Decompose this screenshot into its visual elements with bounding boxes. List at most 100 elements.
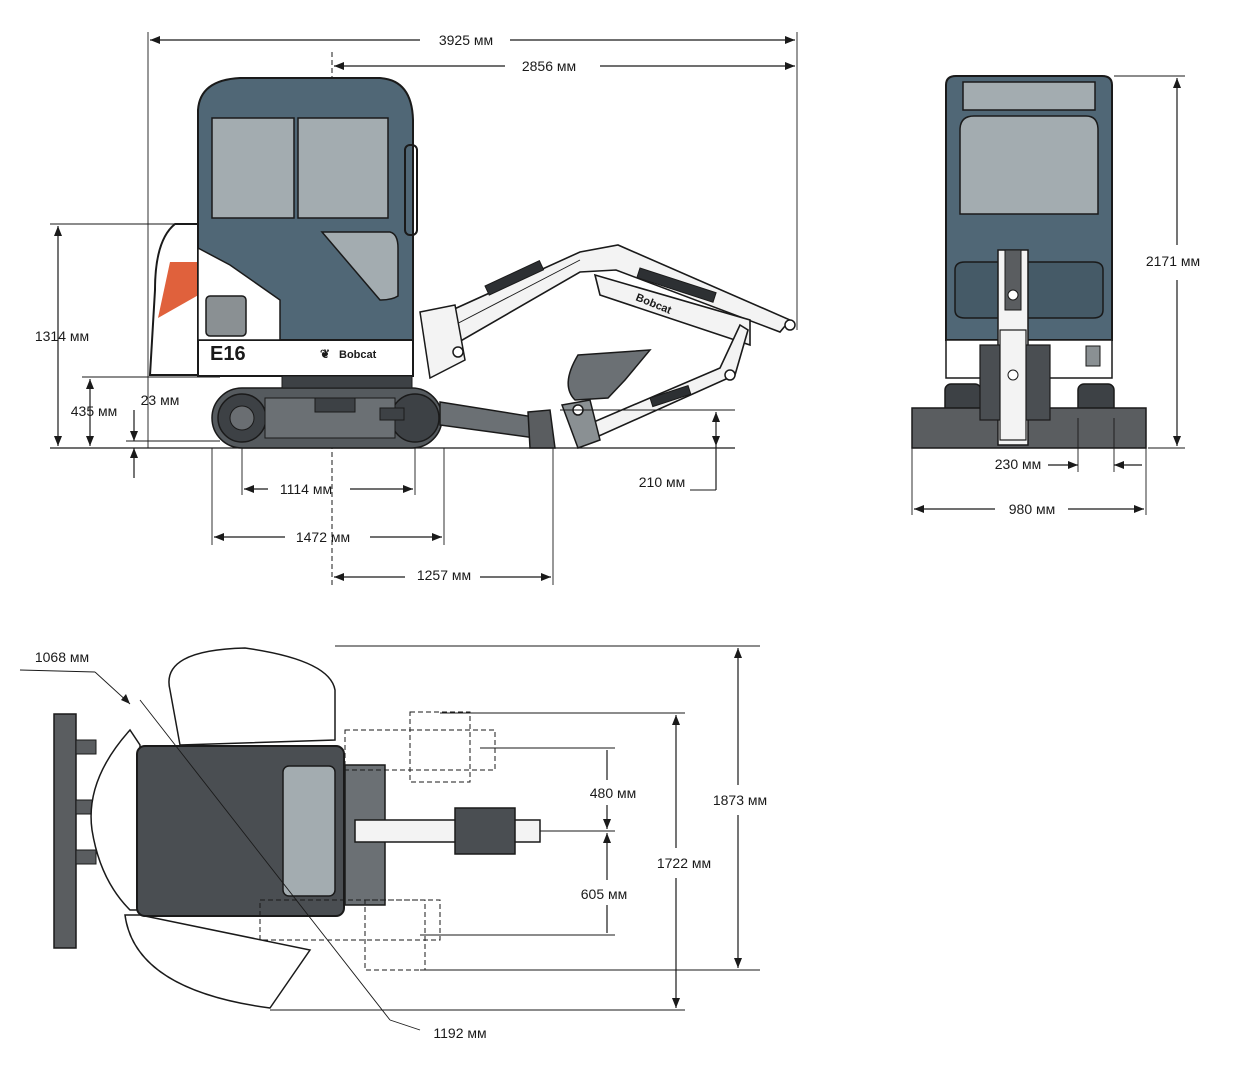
track-length-label: 1472 мм <box>296 529 350 545</box>
front-light <box>1085 345 1101 367</box>
arrow <box>1173 436 1181 446</box>
top-bucket-offset-left <box>409 711 471 783</box>
roof-window <box>962 81 1096 111</box>
top-blade <box>53 713 77 949</box>
bucket-tip <box>560 399 601 449</box>
arrow <box>672 998 680 1008</box>
top-bucket-offset-right <box>364 899 426 971</box>
bobcat-logo-icon: ❦ <box>320 347 330 361</box>
arrow <box>1173 78 1181 88</box>
model-label: E16 <box>210 343 246 365</box>
offset-left-label: 480 мм <box>590 785 637 801</box>
arrow <box>54 226 62 236</box>
top-blade-arm <box>75 739 97 755</box>
arrow <box>1114 461 1124 469</box>
arrow <box>734 958 742 968</box>
track-height-label: 435 мм <box>71 403 118 419</box>
front-grille <box>954 261 1104 319</box>
swung-counterweight <box>168 647 336 746</box>
width-expanded-label: 1873 мм <box>713 792 767 808</box>
arrow <box>334 573 344 581</box>
swing-bracket <box>419 304 466 380</box>
overall-width-label: 980 мм <box>1009 501 1056 517</box>
front-boom-cylinder <box>1004 249 1022 311</box>
arrow <box>54 436 62 446</box>
top-window <box>282 765 336 897</box>
front-pin <box>1007 289 1019 301</box>
overall-height-label: 2171 мм <box>1146 253 1200 269</box>
arrow <box>603 833 611 843</box>
boom: Bobcat <box>419 244 796 449</box>
dozer-blade <box>527 409 556 449</box>
boom-cylinder <box>444 259 581 331</box>
arrow <box>121 694 130 704</box>
front-pin <box>1007 369 1019 381</box>
top-bucket-center <box>454 807 516 855</box>
swing-bearing <box>281 375 413 389</box>
arrow <box>244 485 254 493</box>
track-width-label: 230 мм <box>995 456 1042 472</box>
offset-right-label: 605 мм <box>581 886 628 902</box>
blade-height-label: 210 мм <box>639 474 686 490</box>
side-view: E16 Bobcat ❦ Bobcat <box>35 32 798 585</box>
grab-handle <box>404 144 418 236</box>
rear-window <box>211 117 295 219</box>
arrow <box>334 62 344 70</box>
arrow <box>734 648 742 658</box>
top-boom-offset-left <box>344 729 496 771</box>
top-blade-arm <box>75 849 97 865</box>
leader-line <box>389 1019 421 1031</box>
arrow <box>712 436 720 446</box>
arrow <box>672 715 680 725</box>
tumbler-distance-label: 1114 мм <box>280 481 332 497</box>
arrow <box>86 436 94 446</box>
tail-swing-label: 1068 мм <box>35 649 89 665</box>
service-hatch <box>205 295 247 337</box>
dipper-arm <box>593 273 751 347</box>
lower-window <box>320 231 399 301</box>
front-length-label: 2856 мм <box>522 58 576 74</box>
top-boom-offset-right <box>259 899 441 941</box>
pin <box>452 346 464 358</box>
top-view: 1068 мм 1192 мм 480 мм 605 мм 1873 мм 17… <box>19 645 767 1041</box>
arrow <box>712 412 720 422</box>
overall-length-label: 3925 мм <box>439 32 493 48</box>
leader-line <box>19 669 96 673</box>
sprocket-hub <box>229 405 255 431</box>
front-windshield <box>959 115 1099 215</box>
counterweight-top <box>90 728 141 911</box>
width-offset-label: 1722 мм <box>657 855 711 871</box>
arrow <box>86 379 94 389</box>
arrow <box>150 36 160 44</box>
bucket-cylinder <box>649 385 692 408</box>
front-swing-label: 1192 мм <box>433 1025 486 1041</box>
arrow <box>1134 505 1144 513</box>
arm-cylinder <box>636 267 717 303</box>
arrow <box>541 573 551 581</box>
arrow <box>914 505 924 513</box>
lower-body <box>197 339 414 377</box>
swung-counterweight-lower <box>124 914 312 1009</box>
arrow <box>214 533 224 541</box>
ground-clearance-label: 23 мм <box>141 392 180 408</box>
door-window <box>297 117 389 219</box>
swing-radius-line <box>139 699 391 1021</box>
front-arm <box>999 329 1027 441</box>
blade-reach-label: 1257 мм <box>417 567 471 583</box>
arrow <box>1068 461 1078 469</box>
front-view: 2171 мм 230 мм 980 мм <box>911 75 1200 517</box>
pin <box>724 369 736 381</box>
boom-cylinder <box>484 259 545 296</box>
bucket <box>567 349 652 401</box>
arrow <box>432 533 442 541</box>
arrow <box>403 485 413 493</box>
track-plate <box>314 397 356 413</box>
track-plate <box>379 407 405 421</box>
boom-arm <box>428 244 792 352</box>
arrow <box>130 448 138 458</box>
rear-height-label: 1314 мм <box>35 328 89 344</box>
arrow <box>603 819 611 829</box>
brand-label: Bobcat <box>339 349 377 361</box>
pin <box>784 319 796 331</box>
